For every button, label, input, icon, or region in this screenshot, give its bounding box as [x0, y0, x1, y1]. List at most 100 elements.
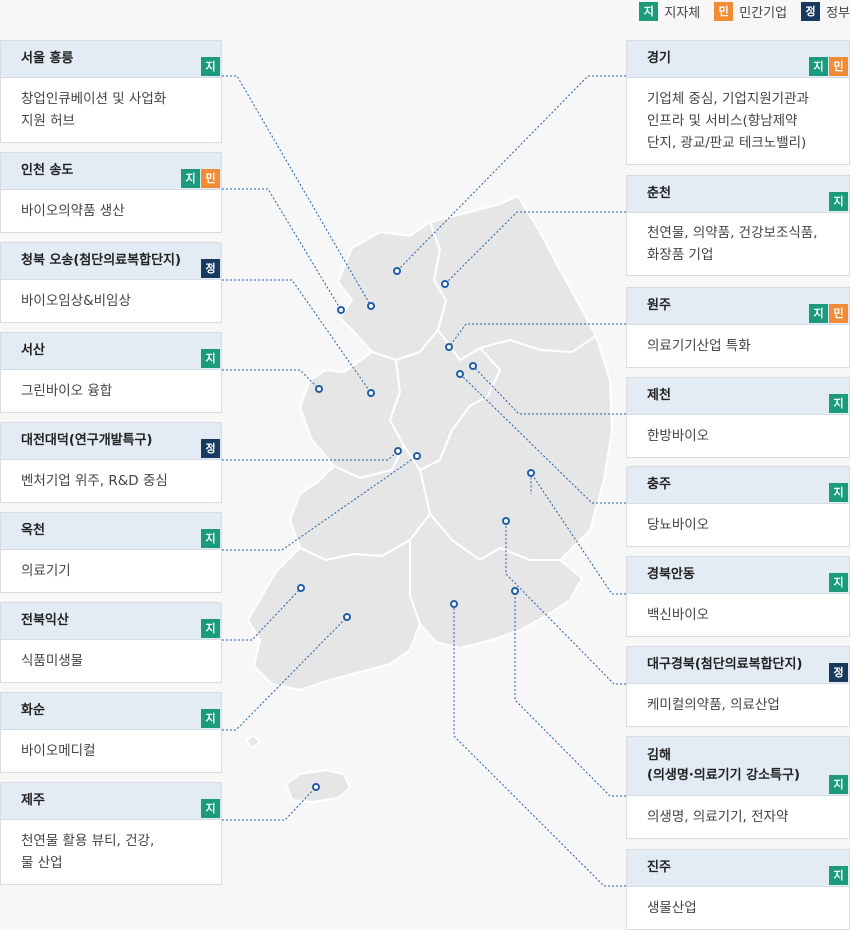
card-desc-line: 천연물 활용 뷰티, 건강,	[21, 833, 155, 849]
leader-osong	[222, 279, 372, 394]
badge-min: 민	[829, 304, 848, 323]
card-title: 서울 홍릉	[21, 51, 74, 66]
card-badges: 지	[828, 483, 848, 502]
badge-ji: 지	[201, 799, 220, 818]
card-desc-line: 당뇨바이오	[647, 517, 710, 533]
card-title: 원주	[647, 298, 671, 313]
badge-ji: 지	[809, 57, 828, 76]
card-gyeonggi[interactable]: 경기 지 민 기업체 중심, 기업지원기관과 인프라 및 서비스(향남제약 단지…	[626, 40, 850, 165]
card-body: 의생명, 의료기기, 전자약	[627, 796, 849, 838]
legend-item-min: 민 민간기업	[714, 1, 788, 21]
card-desc-line: 인프라 및 서비스(향남제약	[647, 113, 798, 129]
card-body: 의료기기	[1, 550, 221, 592]
card-body: 벤처기업 위주, R&D 중심	[1, 460, 221, 502]
card-desc-line: 그린바이오 융합	[21, 383, 113, 399]
card-hwasun[interactable]: 화순 지 바이오메디컬	[0, 692, 222, 773]
card-title: 충주	[647, 477, 671, 492]
card-incheon-songdo[interactable]: 인천 송도 지 민 바이오의약품 생산	[0, 152, 222, 233]
card-title: 서산	[21, 343, 45, 358]
marker-wonju[interactable]	[445, 343, 453, 351]
card-header: 제주 지	[1, 783, 221, 820]
card-header: 전북익산 지	[1, 603, 221, 640]
card-title: 전북익산	[21, 613, 69, 628]
marker-chuncheon[interactable]	[441, 280, 449, 288]
card-header: 서산 지	[1, 333, 221, 370]
marker-hwasun[interactable]	[343, 613, 351, 621]
legend-label-min: 민간기업	[739, 5, 788, 21]
card-cheongbuk-osong[interactable]: 청북 오송(첨단의료복합단지) 정 바이오임상&비임상	[0, 242, 222, 323]
marker-seosan[interactable]	[315, 385, 323, 393]
card-body: 기업체 중심, 기업지원기관과 인프라 및 서비스(향남제약 단지, 광교/판교…	[627, 78, 849, 164]
region-jeonnam-shape	[247, 539, 421, 691]
card-desc-line: 천연물, 의약품, 건강보조식품,	[647, 225, 818, 241]
card-daejeon-daedeok[interactable]: 대전대덕(연구개발특구) 정 벤처기업 위주, R&D 중심	[0, 422, 222, 503]
marker-gyeonggi[interactable]	[393, 267, 401, 275]
card-badges: 지 민	[808, 57, 848, 76]
card-body: 의료기기산업 특화	[627, 325, 849, 367]
marker-gimhae[interactable]	[511, 587, 519, 595]
card-jeonbuk-iksan[interactable]: 전북익산 지 식품미생물	[0, 602, 222, 683]
card-gimhae[interactable]: 김해 (의생명·의료기기 강소특구) 지 의생명, 의료기기, 전자약	[626, 736, 850, 839]
region-chungnam-shape	[299, 351, 405, 479]
legend-item-ji: 지 지자체	[639, 1, 701, 21]
card-badges: 지	[828, 573, 848, 592]
marker-daegu[interactable]	[502, 517, 510, 525]
badge-ji: 지	[181, 169, 200, 188]
marker-daedeok[interactable]	[394, 447, 402, 455]
legend-badge-jeong: 정	[801, 1, 821, 21]
card-body: 바이오임상&비임상	[1, 280, 221, 322]
marker-iksan[interactable]	[297, 584, 305, 592]
card-okcheon[interactable]: 옥천 지 의료기기	[0, 512, 222, 593]
card-title: 화순	[21, 703, 45, 718]
card-wonju[interactable]: 원주 지 민 의료기기산업 특화	[626, 287, 850, 368]
card-seoul-hongneung[interactable]: 서울 홍릉 지 창업인큐베이션 및 사업화 지원 허브	[0, 40, 222, 143]
card-badges: 지	[828, 866, 848, 885]
card-badges: 지	[200, 619, 220, 638]
badge-jeong: 정	[201, 259, 220, 278]
card-desc-line: 물 산업	[21, 855, 63, 871]
card-title: 춘천	[647, 186, 671, 201]
card-badges: 지 민	[808, 304, 848, 323]
marker-jinju[interactable]	[450, 600, 458, 608]
card-title: 경기	[647, 51, 671, 66]
card-chungju[interactable]: 충주 지 당뇨바이오	[626, 466, 850, 547]
marker-andong[interactable]	[527, 469, 535, 477]
card-header: 대전대덕(연구개발특구) 정	[1, 423, 221, 460]
card-body: 백신바이오	[627, 594, 849, 636]
region-gangwon-shape	[429, 195, 597, 361]
leader-daedeok	[222, 450, 399, 461]
card-jecheon[interactable]: 제천 지 한방바이오	[626, 377, 850, 458]
badge-ji: 지	[201, 349, 220, 368]
card-gyeongbuk-andong[interactable]: 경북안동 지 백신바이오	[626, 556, 850, 637]
card-header: 춘천 지	[627, 176, 849, 213]
card-header: 원주 지 민	[627, 288, 849, 325]
leader-wonju	[448, 323, 626, 348]
badge-ji: 지	[201, 619, 220, 638]
card-seosan[interactable]: 서산 지 그린바이오 융합	[0, 332, 222, 413]
marker-jeju[interactable]	[312, 783, 320, 791]
card-badges: 정	[200, 259, 220, 278]
card-body: 바이오메디컬	[1, 730, 221, 772]
card-badges: 정	[200, 439, 220, 458]
card-daegu-gyeongbuk[interactable]: 대구경북(첨단의료복합단지) 정 케미컬의약품, 의료산업	[626, 646, 850, 727]
leader-lines	[222, 75, 626, 887]
location-markers	[297, 267, 535, 791]
legend-label-ji: 지자체	[664, 5, 701, 21]
card-badges: 지	[200, 529, 220, 548]
card-desc-line: 백신바이오	[647, 607, 710, 623]
card-badges: 지	[828, 192, 848, 211]
card-desc-line: 의생명, 의료기기, 전자약	[647, 809, 789, 825]
marker-osong[interactable]	[367, 389, 375, 397]
card-title: 제주	[21, 793, 45, 808]
card-chuncheon[interactable]: 춘천 지 천연물, 의약품, 건강보조식품, 화장품 기업	[626, 175, 850, 276]
marker-okcheon[interactable]	[413, 452, 421, 460]
marker-seoul[interactable]	[367, 302, 375, 310]
marker-chungju[interactable]	[456, 370, 464, 378]
card-desc-line: 바이오의약품 생산	[21, 203, 125, 219]
marker-jecheon[interactable]	[469, 362, 477, 370]
card-jinju[interactable]: 진주 지 생물산업	[626, 849, 850, 930]
marker-incheon[interactable]	[337, 306, 345, 314]
card-jeju[interactable]: 제주 지 천연물 활용 뷰티, 건강, 물 산업	[0, 782, 222, 885]
card-title: 대전대덕(연구개발특구)	[21, 433, 153, 448]
card-desc-line: 바이오임상&비임상	[21, 293, 131, 309]
